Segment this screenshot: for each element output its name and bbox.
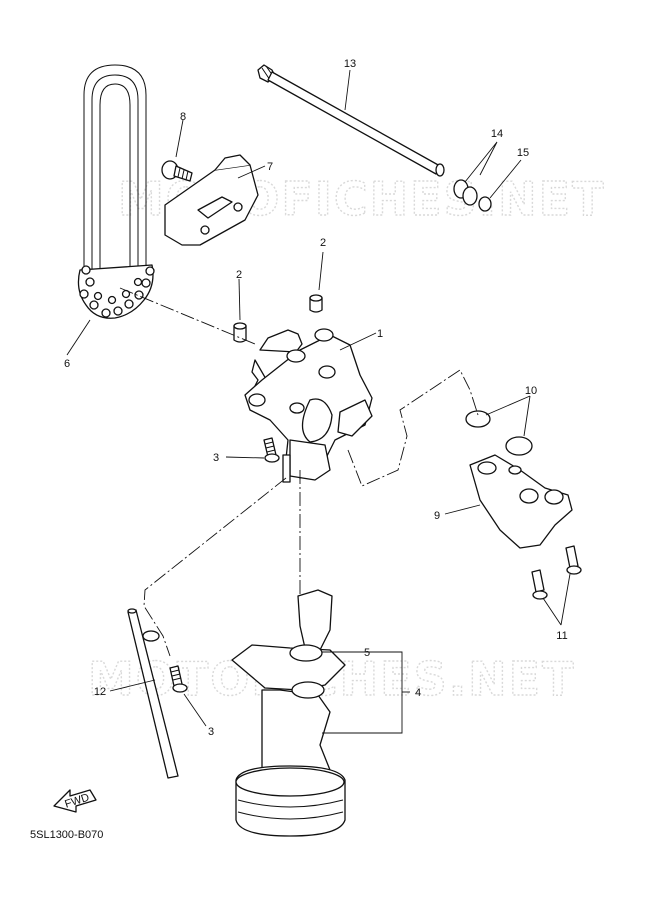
oil-delivery-pipe bbox=[469, 454, 573, 549]
pipe-12 bbox=[127, 608, 179, 779]
callout-1: 1 bbox=[377, 328, 383, 340]
callout-13: 13 bbox=[344, 58, 356, 70]
callout-3-lower: 3 bbox=[208, 726, 214, 738]
o-rings bbox=[453, 179, 492, 212]
callout-7: 7 bbox=[267, 161, 273, 173]
oil-pump-assembly bbox=[244, 328, 373, 483]
callout-8: 8 bbox=[180, 111, 186, 123]
callout-2-left: 2 bbox=[236, 269, 242, 281]
callout-12: 12 bbox=[94, 686, 106, 698]
callout-15: 15 bbox=[517, 147, 529, 159]
forward-arrow-icon: FWD bbox=[53, 789, 97, 813]
bolt-3-lower bbox=[169, 665, 188, 693]
bolts-11 bbox=[531, 545, 582, 600]
callout-5: 5 bbox=[364, 647, 370, 659]
callout-2-right: 2 bbox=[320, 237, 326, 249]
callout-6: 6 bbox=[64, 358, 70, 370]
callout-11: 11 bbox=[556, 630, 567, 642]
gaskets bbox=[465, 410, 533, 456]
callout-9: 9 bbox=[434, 510, 440, 522]
callout-labels: 13 14 15 8 7 2 2 1 6 3 10 9 11 5 4 12 3 bbox=[64, 58, 568, 738]
relation-lines bbox=[119, 287, 479, 657]
pump-shaft bbox=[257, 64, 445, 177]
oil-strainer bbox=[231, 589, 346, 837]
callout-14: 14 bbox=[491, 128, 503, 140]
bolt-3-upper bbox=[263, 437, 280, 463]
callout-10: 10 bbox=[525, 385, 537, 397]
cam-chain bbox=[77, 64, 155, 319]
callout-3-upper: 3 bbox=[213, 452, 219, 464]
leader-lines bbox=[66, 69, 571, 734]
chain-guide-bracket bbox=[164, 154, 259, 246]
bolt-8 bbox=[161, 160, 193, 182]
diagram-code: 5SL1300-B070 bbox=[30, 829, 103, 841]
callout-4: 4 bbox=[415, 687, 421, 699]
